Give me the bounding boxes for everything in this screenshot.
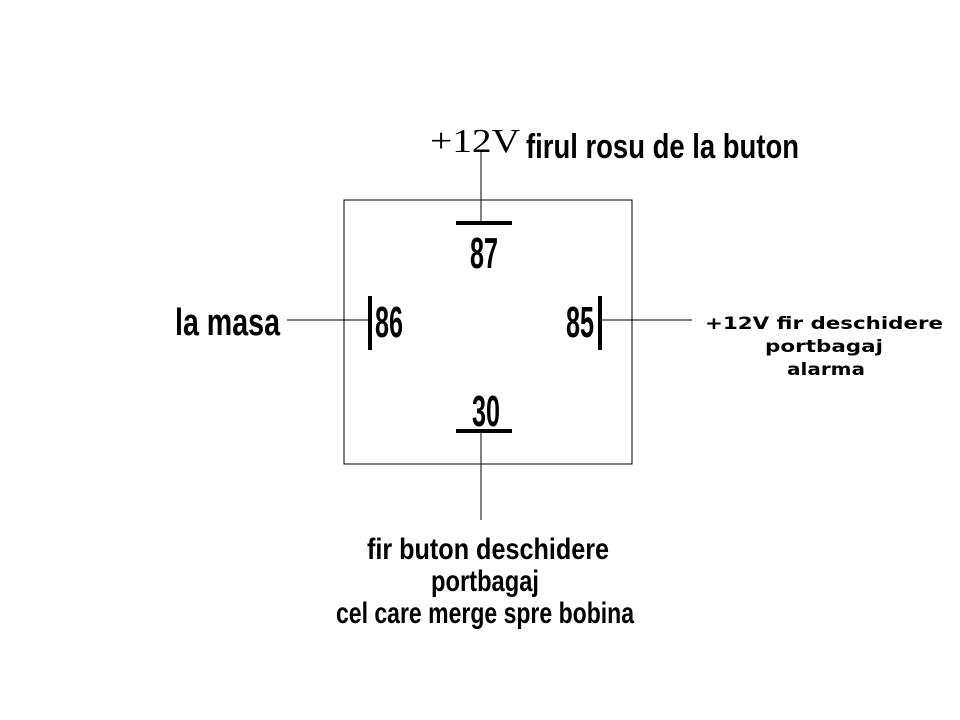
top-wire-label: firul rosu de la buton [526,128,799,166]
bottom-label-line-1: fir buton deschidere [367,533,609,566]
pin-30-label: 30 [472,387,500,436]
pin-86-label: 86 [375,298,403,347]
bottom-label-line-3: cel care merge spre bobina [336,597,634,630]
bottom-label-line-2: portbagaj [431,565,539,598]
left-label: la masa [175,302,281,344]
right-label-line-2: portbagaj [765,337,883,357]
pin-85-label: 85 [566,298,594,347]
pin-87-label: 87 [470,229,498,278]
relay-body [343,199,633,465]
top-voltage-label: +12V [430,123,521,160]
right-label-line-3: alarma [787,360,865,380]
right-label-line-1: +12V fir deschidere [705,314,943,334]
